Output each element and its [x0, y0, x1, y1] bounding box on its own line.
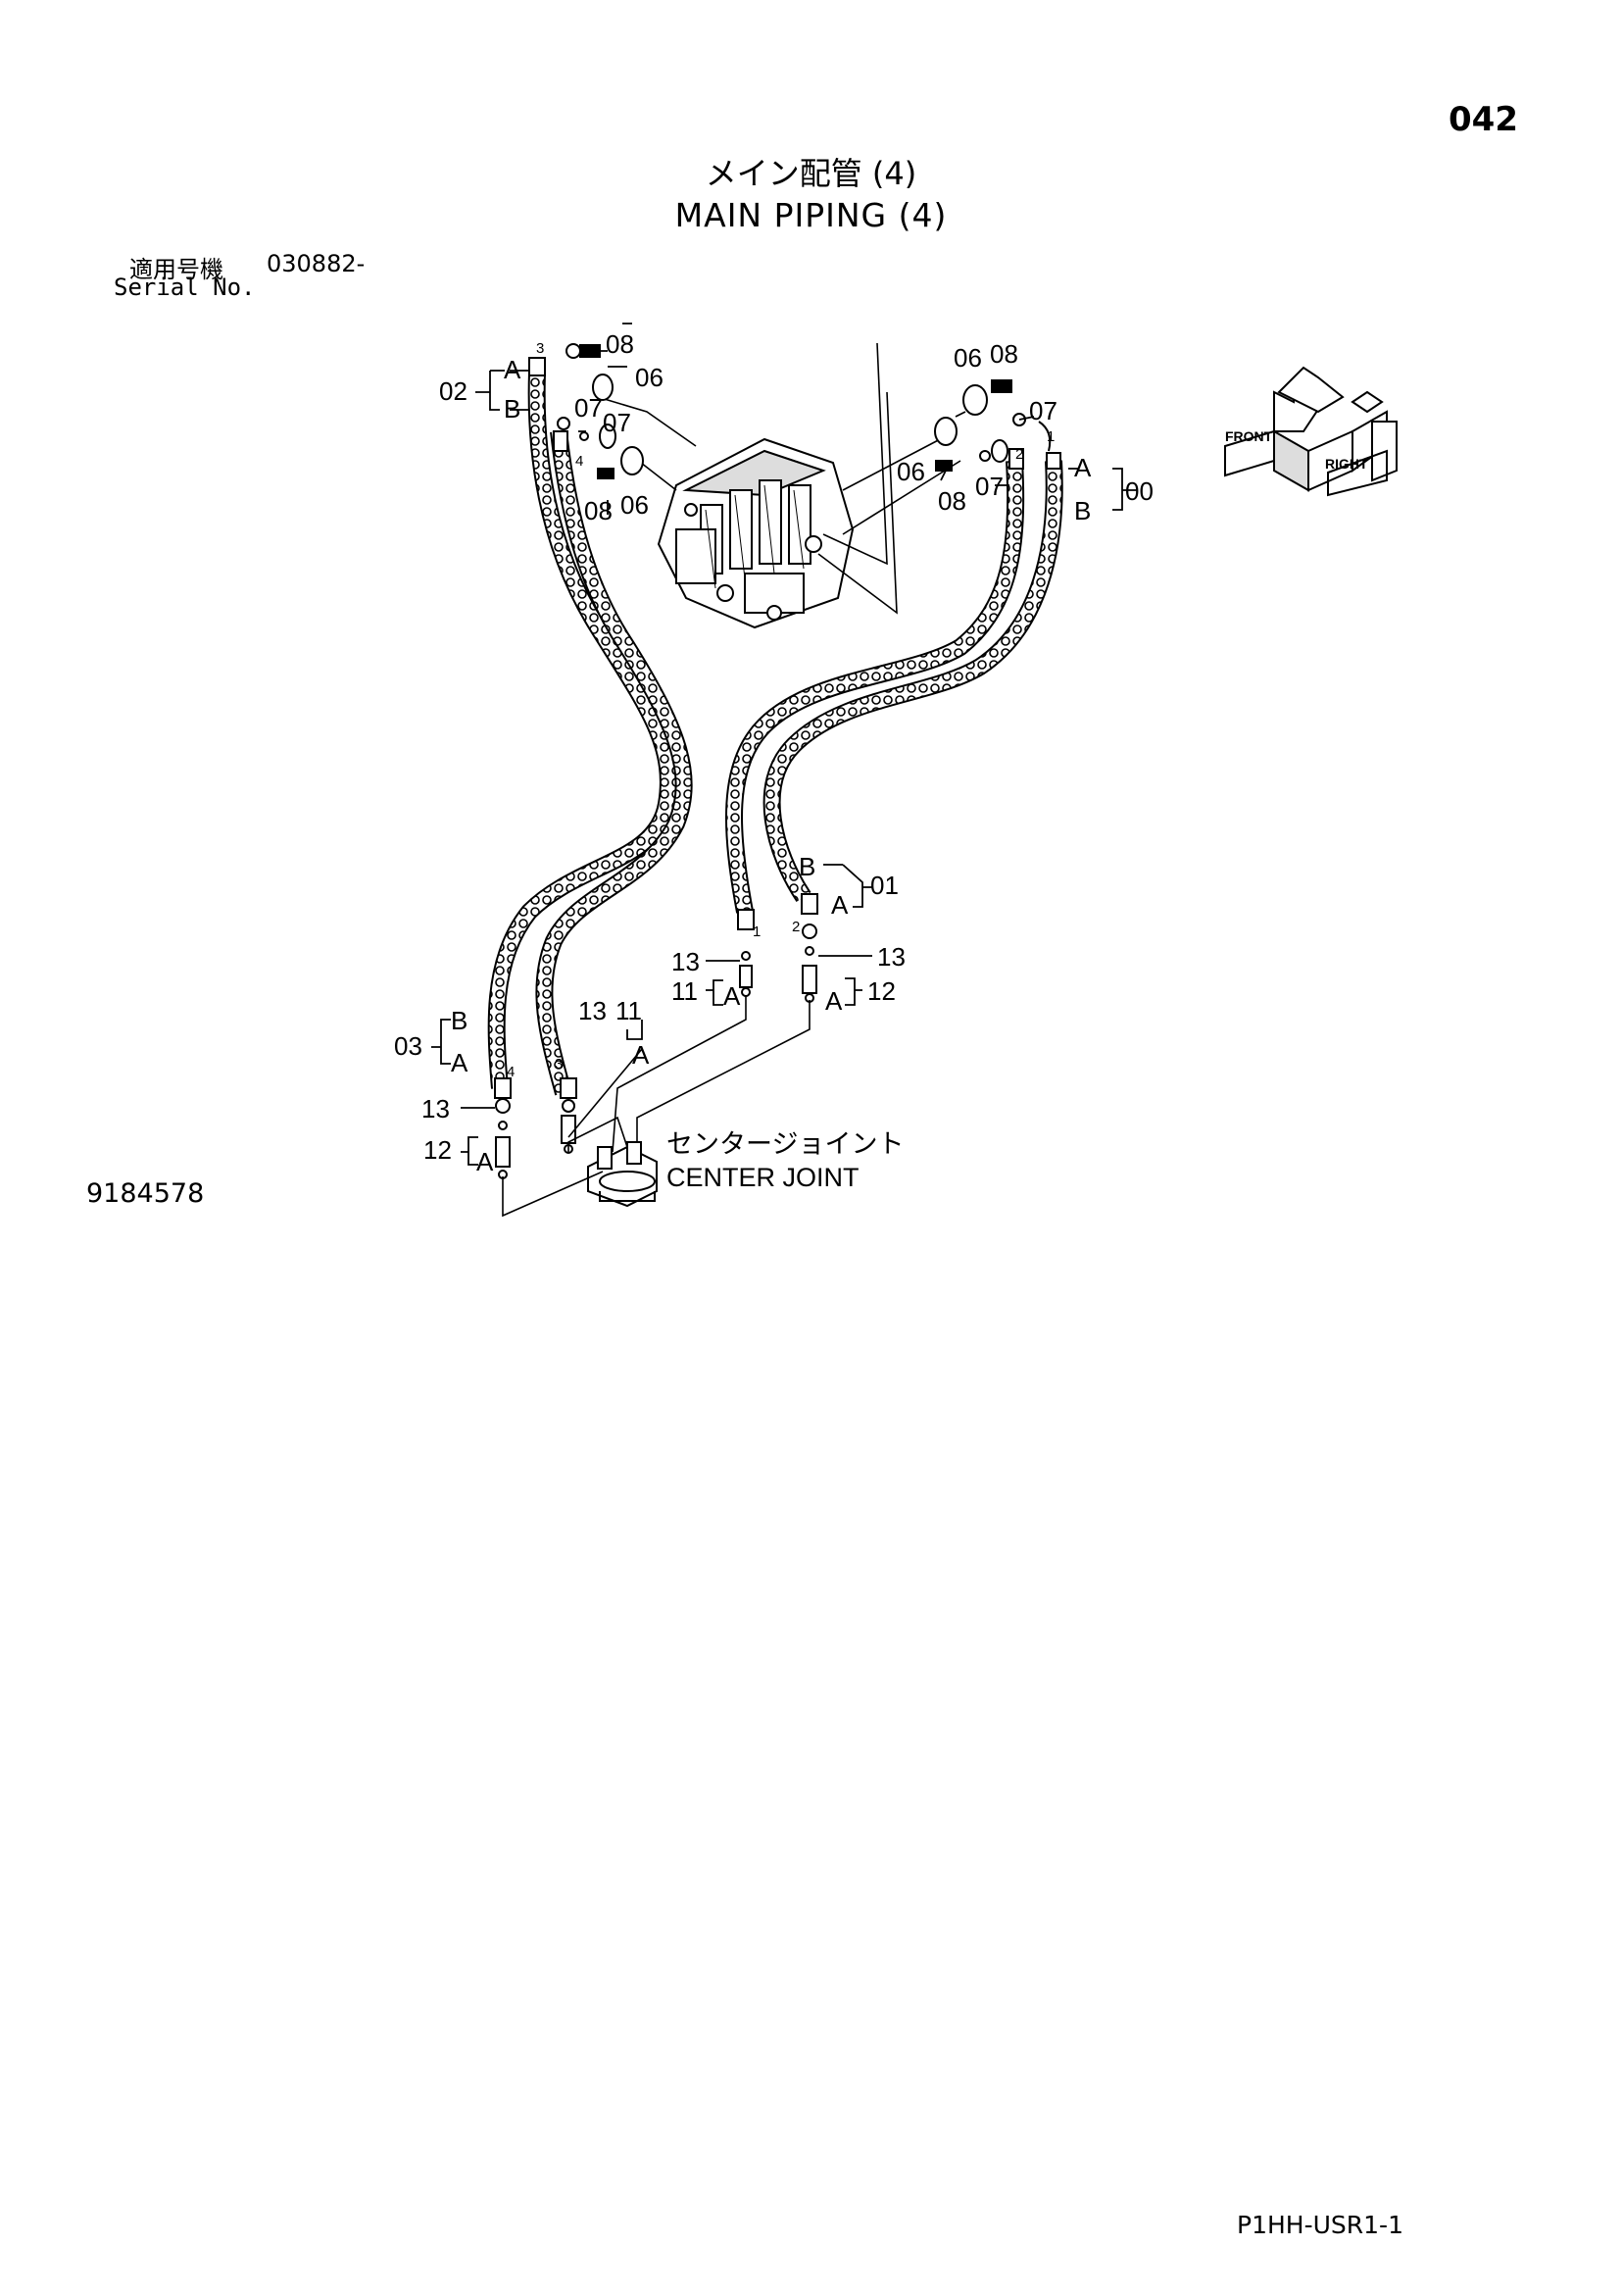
label-idx-2-bottom: 2	[792, 919, 800, 935]
label-part-00: 00	[1125, 476, 1154, 506]
center-joint	[587, 1141, 658, 1208]
label-part-08-b: 08	[584, 496, 613, 525]
center-joint-label-en: CENTER JOINT	[666, 1163, 860, 1192]
label-part-08-c: 08	[990, 339, 1018, 369]
label-part-01: 01	[870, 871, 899, 900]
label-part-07-d: 07	[975, 472, 1004, 501]
label-03-b: B	[451, 1006, 467, 1035]
label-part-08-a: 08	[606, 329, 634, 359]
label-idx-3-bottom: 3	[555, 1056, 563, 1073]
label-part-13-a: 13	[421, 1094, 450, 1123]
title-english: MAIN PIPING (4)	[674, 196, 948, 234]
label-part-13-d: 13	[877, 942, 906, 972]
label-part-07-b: 07	[603, 408, 631, 437]
serial-label-english: Serial No.	[114, 274, 256, 301]
orientation-right-label: RIGHT	[1325, 456, 1368, 472]
center-joint-lines	[502, 995, 811, 1218]
port-leader-lines	[597, 342, 961, 615]
label-00-a: A	[1074, 453, 1092, 482]
orientation-front-label: FRONT	[1225, 428, 1273, 444]
label-part-02: 02	[439, 376, 467, 406]
control-valve	[657, 437, 855, 629]
orientation-indicator: FRONT RIGHT	[1224, 366, 1398, 497]
label-part-07-a: 07	[574, 393, 603, 423]
label-12-a-b: A	[825, 986, 843, 1016]
label-part-06-c: 06	[954, 343, 982, 373]
label-part-08-d: 08	[938, 486, 966, 516]
label-11-a-b: A	[723, 981, 741, 1011]
label-idx-4-bottom: 4	[507, 1064, 515, 1080]
drawing-number: 9184578	[86, 1178, 205, 1209]
label-idx-2-top: 2	[1015, 446, 1023, 463]
label-part-06-b: 06	[620, 490, 649, 520]
label-part-11-b: 11	[671, 976, 698, 1006]
label-part-06-a: 06	[635, 363, 664, 392]
label-01-a: A	[831, 890, 849, 920]
label-00-b: B	[1074, 496, 1091, 525]
label-idx-1-bottom: 1	[753, 923, 761, 940]
callout-brackets	[431, 323, 1137, 1166]
label-03-a: A	[451, 1048, 468, 1077]
label-idx-4-top: 4	[575, 453, 583, 470]
serial-label-japanese: 適用号機	[129, 256, 223, 283]
label-02-a: A	[504, 355, 521, 384]
document-code: P1HH-USR1-1	[1237, 2211, 1403, 2239]
label-11-a-top: A	[632, 1040, 650, 1070]
label-part-11-a: 11	[615, 996, 642, 1025]
hose-right	[725, 460, 1063, 914]
page-number: 042	[1449, 100, 1518, 139]
label-part-12-a: 12	[423, 1135, 452, 1165]
label-idx-1-top: 1	[1047, 428, 1055, 445]
title-japanese: メイン配管 (4)	[705, 155, 917, 192]
hose-left	[487, 372, 693, 1096]
label-12-a-a: A	[476, 1147, 494, 1176]
label-idx-3-top: 3	[536, 340, 544, 357]
label-part-03: 03	[394, 1031, 422, 1061]
label-02-b: B	[504, 394, 520, 424]
label-part-13-b: 13	[578, 996, 607, 1025]
label-part-13-c: 13	[671, 947, 700, 976]
part-labels: 02 A B 3 4 08 06 07 07 08 06 06 08 07 06…	[394, 329, 1154, 1192]
serial-number-value: 030882-	[267, 250, 366, 277]
label-part-12-b: 12	[867, 976, 896, 1006]
label-01-b: B	[799, 852, 815, 881]
label-part-06-d: 06	[897, 457, 925, 486]
center-joint-label-ja: センタージョイント	[666, 1129, 904, 1159]
label-part-07-c: 07	[1029, 396, 1057, 425]
